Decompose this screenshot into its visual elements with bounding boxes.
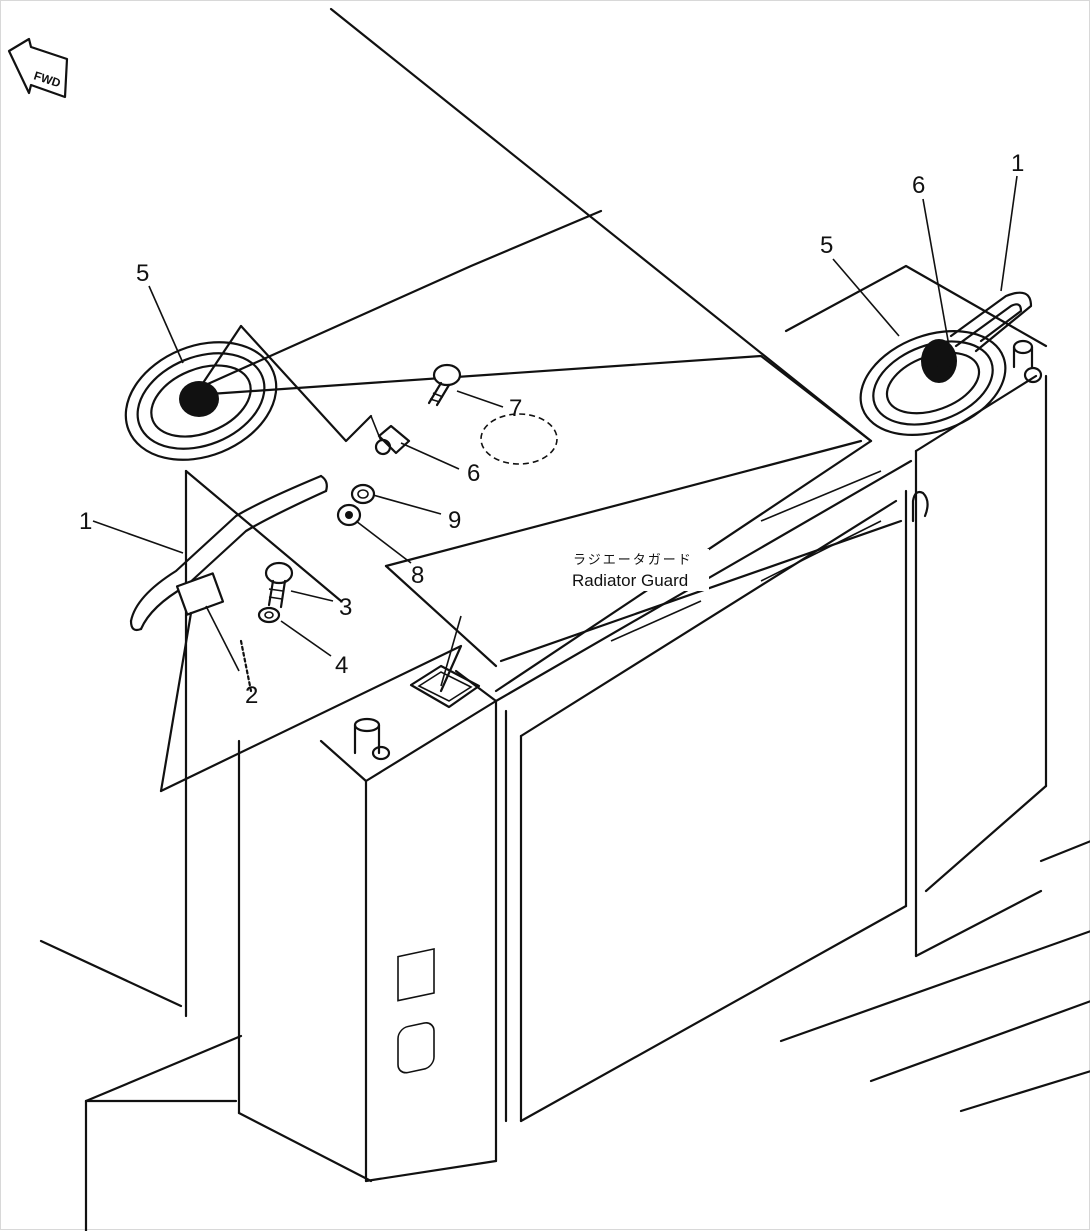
callout-5-right: 5	[820, 232, 833, 259]
assembly-guide-lines	[159, 324, 463, 793]
callout-7: 7	[509, 395, 522, 422]
top-plate	[179, 354, 903, 693]
callout-6-left: 6	[467, 460, 480, 487]
bolt-3-icon	[264, 561, 294, 609]
right-grab-rail	[949, 291, 1033, 353]
nut-8-icon	[336, 503, 362, 527]
bolt-7-icon	[427, 363, 462, 407]
caption-jp: ラジエータガード	[573, 553, 693, 568]
callout-6-right: 6	[912, 172, 925, 199]
right-side-panel	[784, 264, 1048, 958]
callout-2: 2	[245, 682, 258, 709]
callout-1-right: 1	[1011, 150, 1024, 177]
right-rubber-boot	[859, 330, 1007, 436]
machine-body-lines	[39, 7, 1090, 1231]
clamp-6-icon	[374, 424, 411, 456]
caption-en: Radiator Guard	[572, 571, 688, 590]
callout-8: 8	[411, 562, 424, 589]
fwd-arrow-icon: FWD	[7, 37, 69, 99]
callout-5-left: 5	[136, 260, 149, 287]
left-rubber-boot	[124, 341, 278, 461]
callouts: 1 5 2 3 4 7 6 9 8 5 6 1	[79, 150, 1024, 709]
washer-4-icon	[257, 606, 281, 624]
callout-4: 4	[335, 652, 348, 679]
callout-1-left: 1	[79, 508, 92, 535]
washer-9-icon	[350, 483, 376, 505]
leader-lines	[92, 175, 1018, 672]
callout-9: 9	[448, 507, 461, 534]
callout-3: 3	[339, 594, 352, 621]
radiator-guard-caption: ラジエータガード Radiator Guard	[567, 549, 709, 591]
left-grab-rail	[129, 474, 328, 632]
front-left-pillar	[319, 664, 498, 1183]
